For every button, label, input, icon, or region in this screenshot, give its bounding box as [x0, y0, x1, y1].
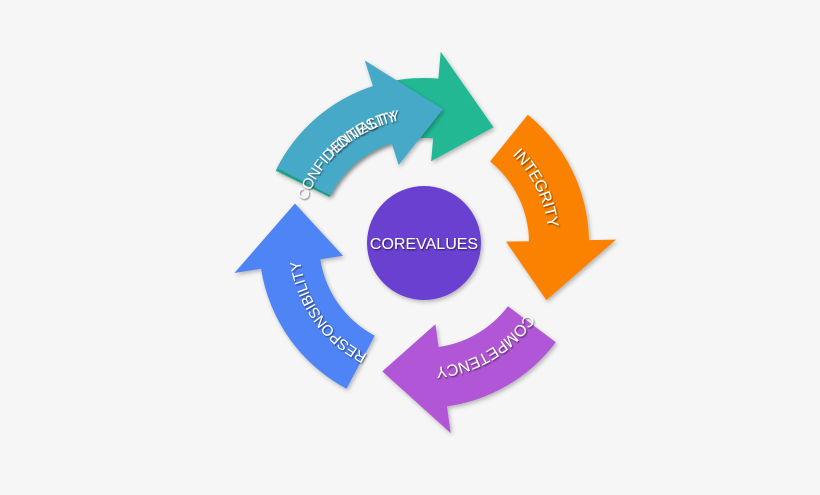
arrow-competency	[382, 306, 556, 434]
core-values-label: COREVALUES	[370, 236, 478, 253]
core-values-circle	[367, 186, 481, 300]
arrow-responsibility	[234, 203, 375, 389]
arrow-integrity	[490, 114, 616, 301]
arrow-confidentiality	[277, 60, 443, 196]
